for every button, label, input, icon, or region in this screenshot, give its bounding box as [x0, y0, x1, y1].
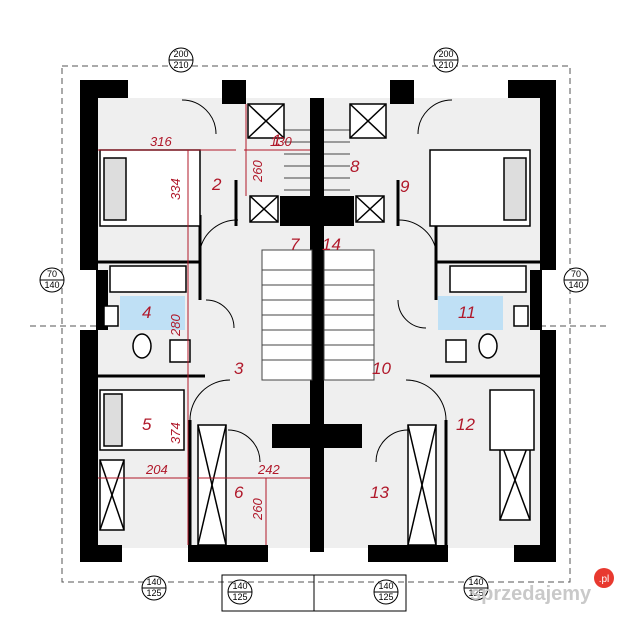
room-number-9: 9 — [400, 177, 410, 196]
room-number-8: 8 — [350, 157, 360, 176]
svg-text:125: 125 — [146, 588, 161, 598]
outer-walls — [80, 80, 556, 562]
window-label-bottom-3: 140 125 — [373, 579, 399, 605]
svg-text:210: 210 — [438, 60, 453, 70]
watermark-text: sprzedajemy — [470, 583, 592, 605]
room-number-13: 13 — [370, 483, 389, 502]
beds — [99, 149, 535, 451]
svg-text:140: 140 — [378, 581, 393, 591]
watermark-badge — [594, 568, 614, 588]
room-number-6: 6 — [234, 483, 244, 502]
bath-fixtures — [103, 265, 529, 363]
dim-204: 204 — [145, 462, 168, 477]
room-number-2: 2 — [211, 175, 222, 194]
room-number-3: 3 — [234, 359, 244, 378]
dim-130: 130 — [270, 134, 292, 149]
interior-walls — [96, 180, 540, 545]
dim-334: 334 — [168, 178, 183, 200]
dim-260-top: 260 — [250, 160, 265, 183]
svg-text:125: 125 — [468, 588, 483, 598]
room-number-5: 5 — [142, 415, 152, 434]
dim-260-bottom: 260 — [250, 498, 265, 521]
svg-text:200: 200 — [173, 49, 188, 59]
window-label-top-left: 200 210 — [168, 47, 194, 73]
svg-text:210: 210 — [173, 60, 188, 70]
plot-outline — [61, 65, 571, 583]
window-label-bottom-2: 140 125 — [227, 579, 253, 605]
dim-374: 374 — [168, 422, 183, 444]
room-number-14: 14 — [322, 235, 341, 254]
window-label-top-right: 200 210 — [433, 47, 459, 73]
svg-text:70: 70 — [47, 269, 57, 279]
svg-text:125: 125 — [378, 592, 393, 602]
svg-text:200: 200 — [438, 49, 453, 59]
svg-text:140: 140 — [468, 577, 483, 587]
room-number-11: 11 — [458, 303, 476, 322]
watermark-suffix: .pl — [599, 574, 610, 585]
entrance-frame-right — [313, 574, 407, 612]
room-number-7: 7 — [290, 235, 300, 254]
svg-text:140: 140 — [568, 280, 583, 290]
bathroom-left-tile — [120, 296, 185, 330]
window-label-bottom-1: 140 125 — [141, 575, 167, 601]
dim-242: 242 — [257, 462, 280, 477]
room-number-1: 1 — [272, 131, 281, 150]
svg-text:70: 70 — [571, 269, 581, 279]
svg-text:140: 140 — [146, 577, 161, 587]
svg-text:140: 140 — [44, 280, 59, 290]
wardrobes — [99, 103, 531, 546]
window-label-bottom-4: 140 125 — [463, 575, 489, 601]
svg-text:125: 125 — [232, 592, 247, 602]
bathroom-right-tile — [438, 296, 503, 330]
room-number-12: 12 — [456, 415, 475, 434]
dimension-lines — [98, 104, 310, 545]
stairs — [261, 129, 375, 381]
dim-280: 280 — [168, 314, 183, 337]
room-number-4: 4 — [142, 303, 151, 322]
doors — [181, 99, 453, 463]
dim-316: 316 — [150, 134, 172, 149]
svg-text:140: 140 — [232, 581, 247, 591]
window-label-left: 70 140 — [39, 267, 65, 293]
window-label-right: 70 140 — [563, 267, 589, 293]
room-number-10: 10 — [372, 359, 391, 378]
